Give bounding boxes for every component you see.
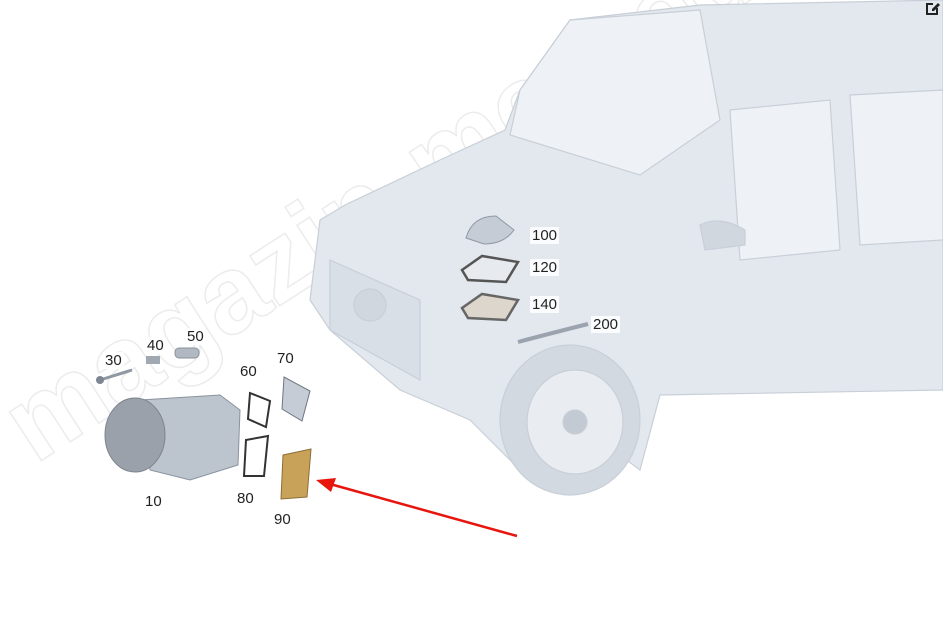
part-40-shape[interactable]	[146, 356, 160, 364]
part-80-shape[interactable]	[242, 434, 270, 477]
part-140-shape[interactable]	[460, 292, 521, 322]
edit-icon[interactable]	[925, 0, 941, 16]
part-label-140[interactable]: 140	[530, 296, 560, 313]
vehicle-illustration	[309, 0, 943, 496]
part-30-shape[interactable]	[96, 368, 133, 384]
part-50-shape[interactable]	[174, 347, 200, 359]
part-label-30[interactable]: 30	[103, 352, 124, 369]
part-label-10[interactable]: 10	[143, 493, 164, 510]
part-label-90[interactable]: 90	[272, 511, 293, 528]
part-label-200[interactable]: 200	[591, 316, 621, 333]
part-label-40[interactable]: 40	[145, 337, 166, 354]
part-100-shape[interactable]	[465, 215, 515, 245]
part-90-shape[interactable]	[280, 448, 312, 500]
part-200-shape[interactable]	[517, 322, 589, 344]
part-label-70[interactable]: 70	[275, 350, 296, 367]
part-120-shape[interactable]	[460, 254, 521, 284]
part-10-shape[interactable]	[104, 394, 241, 481]
part-label-100[interactable]: 100	[530, 227, 560, 244]
part-60-shape[interactable]	[246, 391, 272, 429]
part-label-120[interactable]: 120	[530, 259, 560, 276]
part-70-shape[interactable]	[281, 376, 311, 422]
part-label-80[interactable]: 80	[235, 490, 256, 507]
part-label-60[interactable]: 60	[238, 363, 259, 380]
part-label-50[interactable]: 50	[185, 328, 206, 345]
pointer-arrow	[316, 478, 518, 538]
